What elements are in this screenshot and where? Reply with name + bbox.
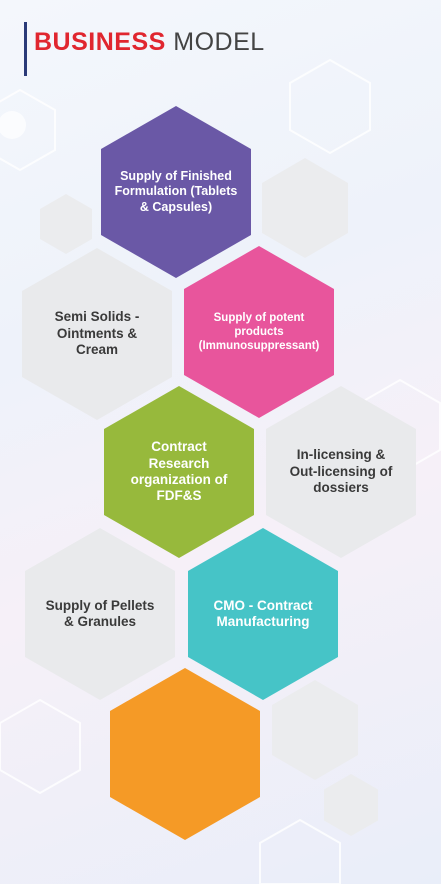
hexagon-label: Supply of Pellets & Granules [45,597,155,629]
hexagon-label: Supply of Finished Formulation (Tablets … [114,169,238,214]
title-word-business: BUSINESS [34,28,166,56]
hexagon-orange [110,668,260,840]
hexagon-finished-formulation: Supply of Finished Formulation (Tablets … [101,106,251,278]
hexagon-label: Supply of potent products (Immunosuppres… [198,311,320,352]
hexagon-label: CMO - Contract Manufacturing [213,597,313,629]
page-title: BUSINESS MODEL [34,28,265,57]
hexagon-label: Semi Solids - Ointments & Cream [54,309,140,358]
decorative-hexagon [262,158,348,258]
decorative-hexagon [272,680,358,780]
title-accent-bar [24,22,27,76]
hexagon-label: Contract Research organization of FDF&S [130,439,228,504]
hexagon-cmo: CMO - Contract Manufacturing [188,528,338,700]
title-word-model: MODEL [173,28,265,56]
hexagon-pellets-granules: Supply of Pellets & Granules [25,528,175,700]
hexagon-label: In-licensing & Out-licensing of dossiers [289,447,393,496]
